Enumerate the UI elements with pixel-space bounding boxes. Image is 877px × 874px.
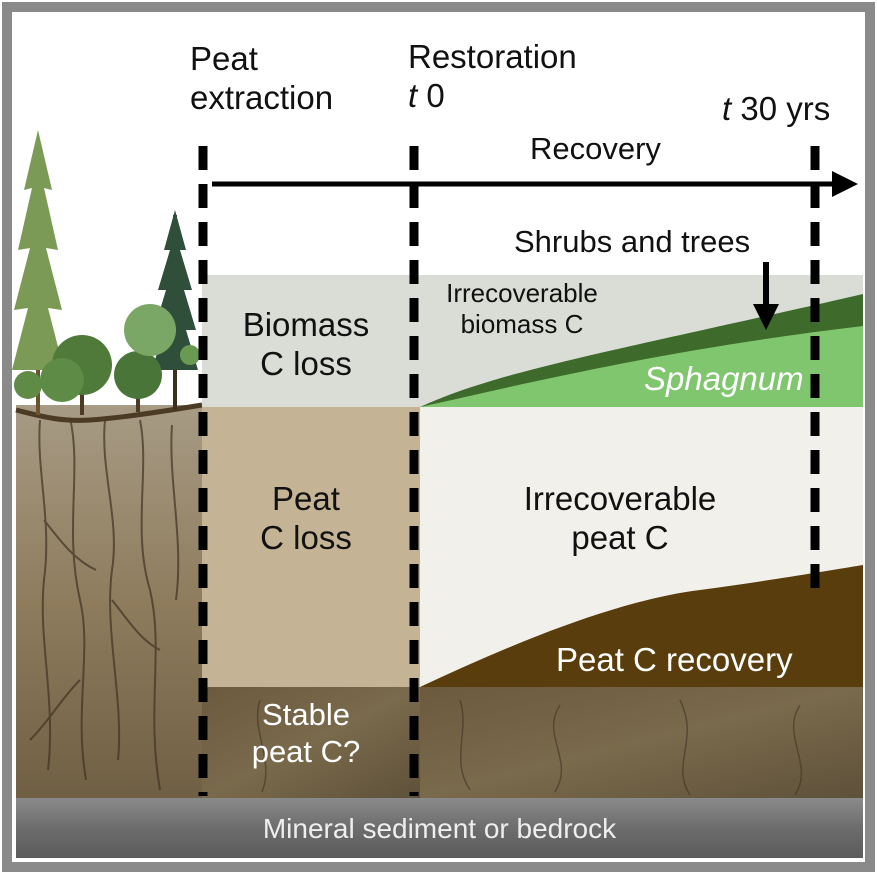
left-root-lines [29,417,180,791]
endpoint-time-label: t 30 yrs [722,90,831,127]
recovery-arrow-label: Recovery [530,131,661,166]
restoration-time-label: t 0 [408,76,445,114]
peat-loss-label: Peat C loss [260,480,352,556]
underlying-peat-zone [420,687,863,798]
recovery-arrow-head [832,171,858,197]
peat-loss-zone [202,407,420,687]
ground-surface [15,402,203,423]
restoration-label-line1: Restoration [408,38,577,75]
stable-peat-zone [202,687,420,798]
stable-peat-label: Stable peat C? [251,697,361,769]
lower-root-lines [256,699,803,796]
extraction-label-line1: Peat [190,40,258,77]
biomass-loss-label: Biomass C loss [242,306,370,382]
sphagnum-band [420,326,863,407]
irrecoverable-biomass-label: Irrecoverable biomass C [446,278,598,339]
extraction-label-line2: extraction [190,78,334,116]
extraction-label: Peat extraction [190,40,333,118]
left-soil-profile [16,405,202,798]
forest-trees [12,130,200,415]
restoration-label: Restoration t 0 [408,38,577,116]
sphagnum-label: Sphagnum [644,360,804,397]
bedrock-label: Mineral sediment or bedrock [262,813,617,844]
peat-recovery-wedge [420,565,863,687]
shrubs-trees-label: Shrubs and trees [514,224,751,259]
peat-recovery-label: Peat C recovery [556,641,793,678]
bedrock-layer [16,798,863,858]
shrubs-pointer-head [753,304,779,330]
biomass-loss-zone [202,275,420,407]
irrecoverable-peat-label: Irrecoverable peat C [523,480,717,556]
